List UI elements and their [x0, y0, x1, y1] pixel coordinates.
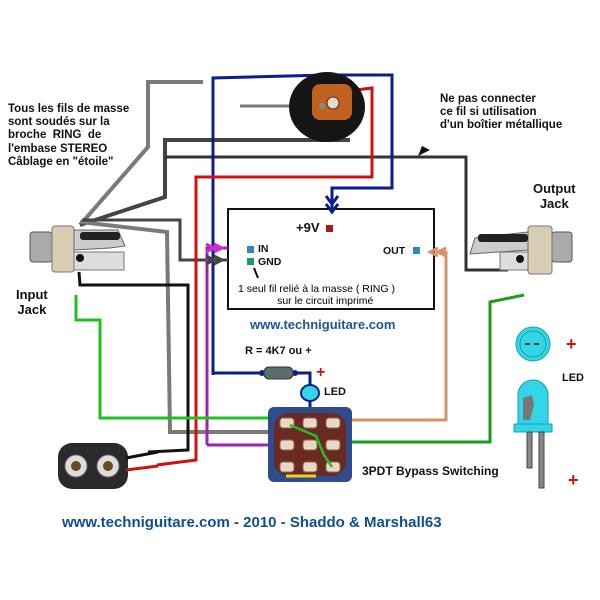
output-jack: [469, 225, 573, 275]
connector-arrows: [205, 146, 447, 279]
plus-sign-led: +: [316, 364, 326, 381]
website-label: www.techniguitare.com: [250, 317, 396, 332]
pin-gnd-label: GND: [258, 256, 282, 268]
ground-wires: [78, 80, 508, 434]
plus-sign-led-top: +: [566, 334, 577, 354]
led-detail: [513, 326, 553, 489]
pin-in: [247, 246, 254, 253]
pin-out: [413, 247, 420, 254]
pin-in-label: IN: [258, 243, 269, 255]
wire-gray-1: [78, 80, 203, 227]
wire-gray-gnd: [82, 218, 228, 262]
wire-blue: [211, 73, 394, 375]
footer-credit: www.techniguitare.com - 2010 - Shaddo & …: [62, 514, 442, 531]
output-jack-label: Output Jack: [533, 181, 576, 211]
pcb-ground-note: 1 seul fil relié à la masse ( RING ) sur…: [238, 283, 395, 308]
wire-gray-dc: [203, 82, 210, 100]
plus-9v-label: +9V: [296, 220, 320, 235]
wire-gray-2: [79, 138, 350, 227]
pin-out-label: OUT: [383, 245, 406, 257]
battery-snap: [58, 443, 159, 489]
wire-red: [156, 86, 374, 467]
resistor: [259, 366, 298, 380]
wire-black-input: [77, 271, 190, 454]
wire-black-metal: [165, 155, 508, 272]
pin-9v: [326, 225, 333, 232]
led-label: LED: [324, 386, 346, 398]
metal-box-note: Ne pas connecter ce fil si utilisation d…: [440, 93, 563, 132]
input-jack: [29, 225, 126, 273]
wire-green-output: [325, 293, 525, 444]
3pdt-switch: [268, 407, 352, 482]
led: [300, 384, 320, 402]
wire-gray-3: [79, 220, 272, 434]
ground-note: Tous les fils de masse sont soudés sur l…: [8, 103, 130, 168]
resistor-label: R = 4K7 ou +: [245, 345, 312, 357]
pin-gnd: [247, 258, 254, 265]
input-jack-label: Input Jack: [16, 287, 48, 317]
dc-power-jack: [289, 72, 365, 142]
switch-label: 3PDT Bypass Switching: [362, 464, 499, 478]
led-detail-label: LED: [562, 372, 584, 384]
plus-sign-led-leg: +: [568, 470, 579, 490]
